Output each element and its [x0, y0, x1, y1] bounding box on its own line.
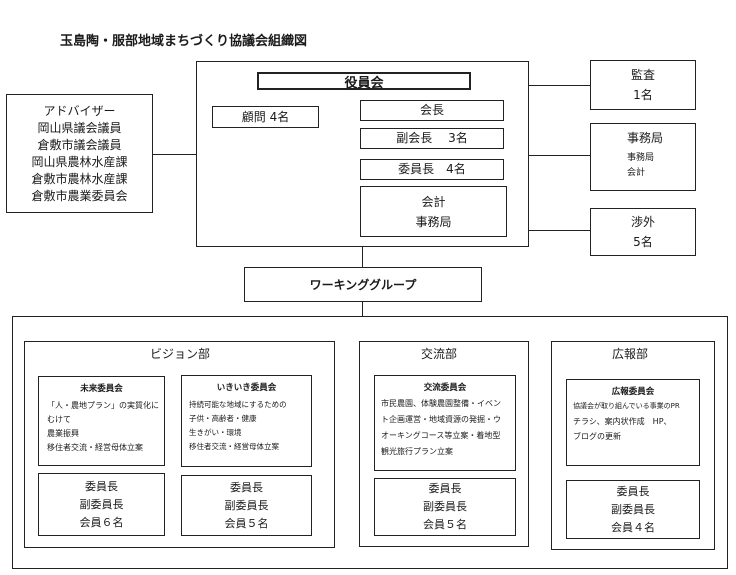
exchange-members-box: 委員長 副委員長 会員５名 — [374, 478, 516, 536]
working-group-box: ワーキンググループ — [244, 267, 482, 302]
ikiiki-committee-line: 移住者交流・経営母体立案 — [189, 442, 279, 451]
connector-board-audit — [528, 85, 590, 86]
exchange-member: 副委員長 — [423, 500, 467, 513]
mirai-member: 会員６名 — [79, 515, 124, 529]
mirai-committee-box: 未来委員会 「人・農地プラン」の実質化に むけて 農業振興 移住者交流・経営母体… — [38, 376, 165, 466]
advisor-box: アドバイザー 岡山県議会議員 倉敷市議会議員 岡山県農林水産課 倉敷市農林水産課… — [6, 94, 153, 213]
liaison-title: 渉外 — [630, 215, 655, 229]
connector-board-office — [528, 155, 590, 156]
vision-title: ビジョン部 — [150, 347, 211, 361]
board-title: 役員会 — [257, 72, 471, 91]
exchange-committee-line: オーキングコース等立案・着地型 — [381, 431, 501, 440]
liaison-box: 渉外 5名 — [590, 208, 696, 256]
page-title: 玉島陶・服部地域まちづくり協議会組織図 — [60, 34, 308, 49]
ikiiki-committee-box: いきいき委員会 持続可能な地域にするための 子供・高齢者・健康 生きがい・環境 … — [181, 375, 312, 467]
pr-member: 会員４名 — [611, 520, 655, 534]
pr-committee-title: 広報委員会 — [611, 387, 655, 397]
connector-board-liaison — [528, 230, 590, 231]
exchange-member: 会員５名 — [423, 518, 467, 531]
office-box: 事務局 事務局 会計 — [590, 123, 696, 191]
mirai-committee-line: むけて — [47, 415, 71, 424]
ikiiki-members-box: 委員長 副委員長 会員５名 — [181, 475, 312, 536]
board-secretariat: 事務局 — [415, 214, 452, 229]
liaison-count: 5名 — [633, 235, 653, 249]
exchange-member: 委員長 — [428, 482, 462, 495]
ikiiki-member: 会員５名 — [224, 516, 269, 530]
ikiiki-committee-line: 持続可能な地域にするための — [189, 400, 287, 409]
connector-working-group-departments — [362, 301, 363, 317]
exchange-committee-title: 交流委員会 — [423, 383, 467, 393]
mirai-committee-line: 「人・農地プラン」の実質化に — [47, 401, 159, 410]
advisor-line: 岡山県議会議員 — [37, 120, 122, 135]
pr-title: 広報部 — [612, 347, 649, 361]
mirai-committee-line: 農業振興 — [47, 429, 79, 438]
office-item: 事務局 — [627, 153, 655, 163]
audit-count: 1名 — [633, 88, 653, 102]
pr-member: 委員長 — [616, 484, 650, 498]
advisor-line: 岡山県農林水産課 — [31, 154, 128, 169]
mirai-committee-title: 未来委員会 — [80, 384, 123, 394]
mirai-member: 副委員長 — [79, 497, 124, 511]
ikiiki-member: 副委員長 — [224, 498, 269, 512]
ikiiki-committee-line: 子供・高齢者・健康 — [189, 414, 257, 423]
ikiiki-committee-title: いきいき委員会 — [216, 383, 277, 393]
mirai-members-box: 委員長 副委員長 会員６名 — [38, 473, 165, 536]
board-chair: 会長 — [360, 100, 504, 121]
advisor-line: 倉敷市農業委員会 — [31, 188, 128, 203]
office-item: 会計 — [627, 168, 646, 178]
ikiiki-member: 委員長 — [230, 480, 263, 494]
exchange-title: 交流部 — [421, 347, 458, 361]
ikiiki-committee-line: 生きがい・環境 — [189, 428, 242, 437]
exchange-committee-line: 市民農園、体験農園整備・イベン — [381, 399, 501, 408]
mirai-member: 委員長 — [85, 479, 118, 493]
connector-board-working-group — [362, 246, 363, 268]
exchange-committee-box: 交流委員会 市民農園、体験農園整備・イベン ト企画運営・地域資源の発掘・ウ オー… — [374, 375, 516, 471]
pr-committee-line: ブログの更新 — [573, 432, 621, 441]
exchange-committee-line: ト企画運営・地域資源の発掘・ウ — [381, 415, 501, 424]
pr-committee-line: 協議会が取り組んでいる事業のPR — [573, 402, 680, 410]
connector-advisor-board — [152, 154, 197, 155]
board-accounting: 会計 — [421, 194, 446, 209]
board-advisors: 顧問 4名 — [212, 106, 319, 128]
board-vice-chair: 副会長 3名 — [360, 128, 504, 149]
board-committee-chairs: 委員長 4名 — [360, 159, 504, 180]
advisor-line: アドバイザー — [43, 103, 116, 118]
board-accounting-box: 会計 事務局 — [360, 186, 507, 237]
pr-member: 副委員長 — [611, 502, 655, 516]
audit-title: 監査 — [630, 68, 655, 82]
pr-committee-line: チラシ、案内状作成 HP、 — [573, 417, 672, 426]
audit-box: 監査 1名 — [590, 60, 696, 110]
mirai-committee-line: 移住者交流・経営母体立案 — [47, 443, 143, 452]
office-title: 事務局 — [627, 131, 664, 145]
pr-committee-box: 広報委員会 協議会が取り組んでいる事業のPR チラシ、案内状作成 HP、 ブログ… — [566, 379, 700, 466]
advisor-line: 倉敷市議会議員 — [37, 137, 122, 152]
advisor-line: 倉敷市農林水産課 — [31, 171, 128, 186]
exchange-committee-line: 観光旅行プラン立案 — [381, 447, 453, 456]
pr-members-box: 委員長 副委員長 会員４名 — [566, 480, 700, 539]
